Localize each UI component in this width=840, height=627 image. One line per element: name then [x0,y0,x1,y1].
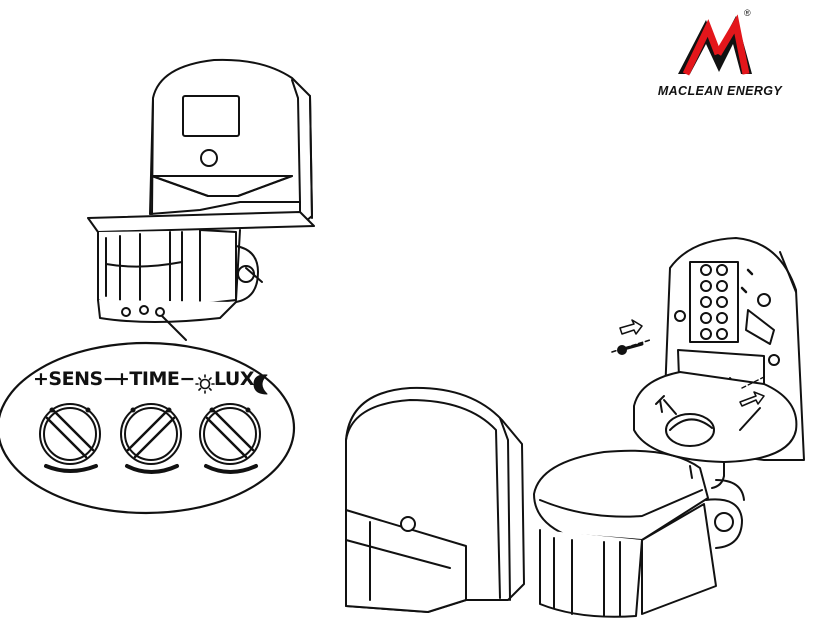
terminal-screws [700,264,728,340]
registered-mark: ® [744,8,751,18]
moon-icon [253,374,268,395]
sun-icon [195,374,215,394]
lux-dial[interactable] [199,403,261,474]
sensor-housing-top [87,58,315,323]
time-dial[interactable] [120,403,182,474]
arrow-icon [619,319,643,335]
brand-name: MACLEAN ENERGY [657,84,783,98]
open-base [633,237,805,489]
arrow-icon [739,391,765,407]
sens-dial[interactable] [39,403,101,473]
lux-label: LUX [214,368,255,390]
sens-label: +SENS− [33,368,119,390]
screw-icon [611,339,651,355]
dashed-guide [741,375,767,389]
control-callout [0,341,296,515]
front-cover [345,386,525,613]
callout-leader [161,315,187,341]
sensor-head [533,449,745,618]
brand-logo: ® MACLEAN ENERGY [600,6,836,106]
time-label: +TIME− [114,368,195,390]
maclean-m-logo-icon [678,14,752,76]
